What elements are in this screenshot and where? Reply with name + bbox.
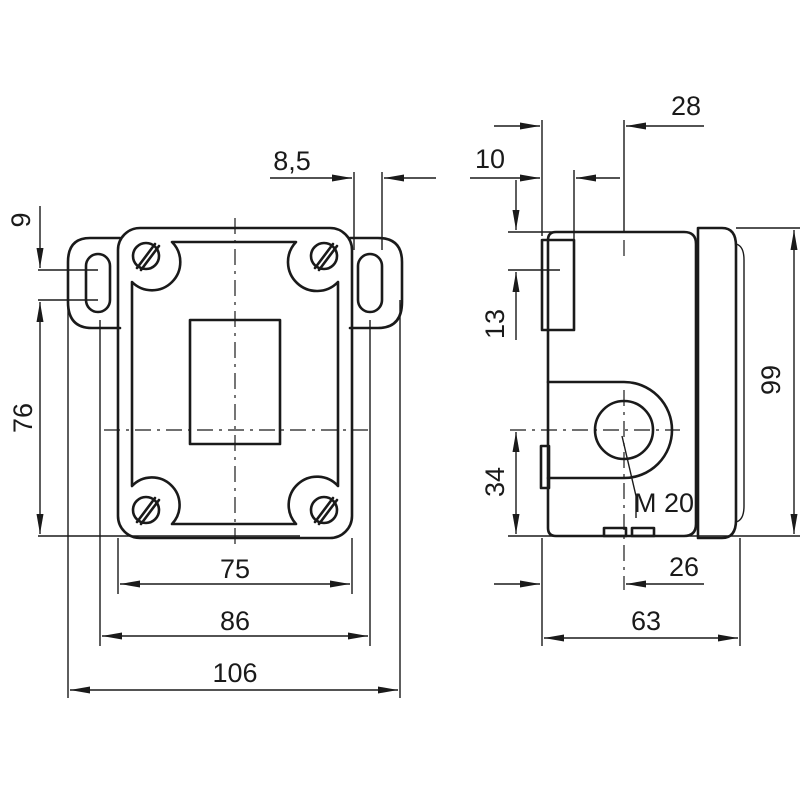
side-lid bbox=[696, 226, 738, 540]
side-stub bbox=[539, 444, 551, 490]
screw-icon bbox=[309, 495, 339, 526]
dim-75-label: 75 bbox=[220, 554, 250, 584]
thread-label: M 20 bbox=[634, 488, 694, 518]
front-view: 75 86 106 76 9 8,5 bbox=[6, 146, 436, 698]
dim-13-label: 13 bbox=[480, 309, 510, 339]
left-mounting-lug bbox=[66, 236, 122, 330]
dim-76-label: 76 bbox=[8, 403, 38, 433]
dim-34-label: 34 bbox=[480, 467, 510, 497]
bottom-foot bbox=[630, 526, 656, 538]
dim-28-label: 28 bbox=[671, 91, 701, 121]
screw-icon bbox=[131, 241, 161, 272]
dim-8-5-label: 8,5 bbox=[273, 146, 311, 176]
dim-10-label: 10 bbox=[475, 144, 505, 174]
top-block bbox=[540, 238, 576, 332]
dim-63-label: 63 bbox=[631, 606, 661, 636]
thread-leader bbox=[621, 435, 637, 497]
right-mounting-lug bbox=[348, 236, 404, 330]
right-slot bbox=[356, 252, 384, 314]
screw-icon bbox=[309, 241, 339, 272]
bottom-foot bbox=[602, 526, 628, 538]
lid-outline bbox=[130, 240, 340, 526]
dim-86-label: 86 bbox=[220, 606, 250, 636]
dim-9-label: 9 bbox=[6, 212, 36, 227]
left-slot bbox=[84, 252, 112, 314]
dim-106-label: 106 bbox=[212, 658, 257, 688]
side-view: 28 10 99 13 34 26 63 M 20 bbox=[470, 91, 800, 646]
dim-26-label: 26 bbox=[669, 552, 699, 582]
dim-99-label: 99 bbox=[756, 365, 786, 395]
screw-icon bbox=[131, 495, 161, 526]
